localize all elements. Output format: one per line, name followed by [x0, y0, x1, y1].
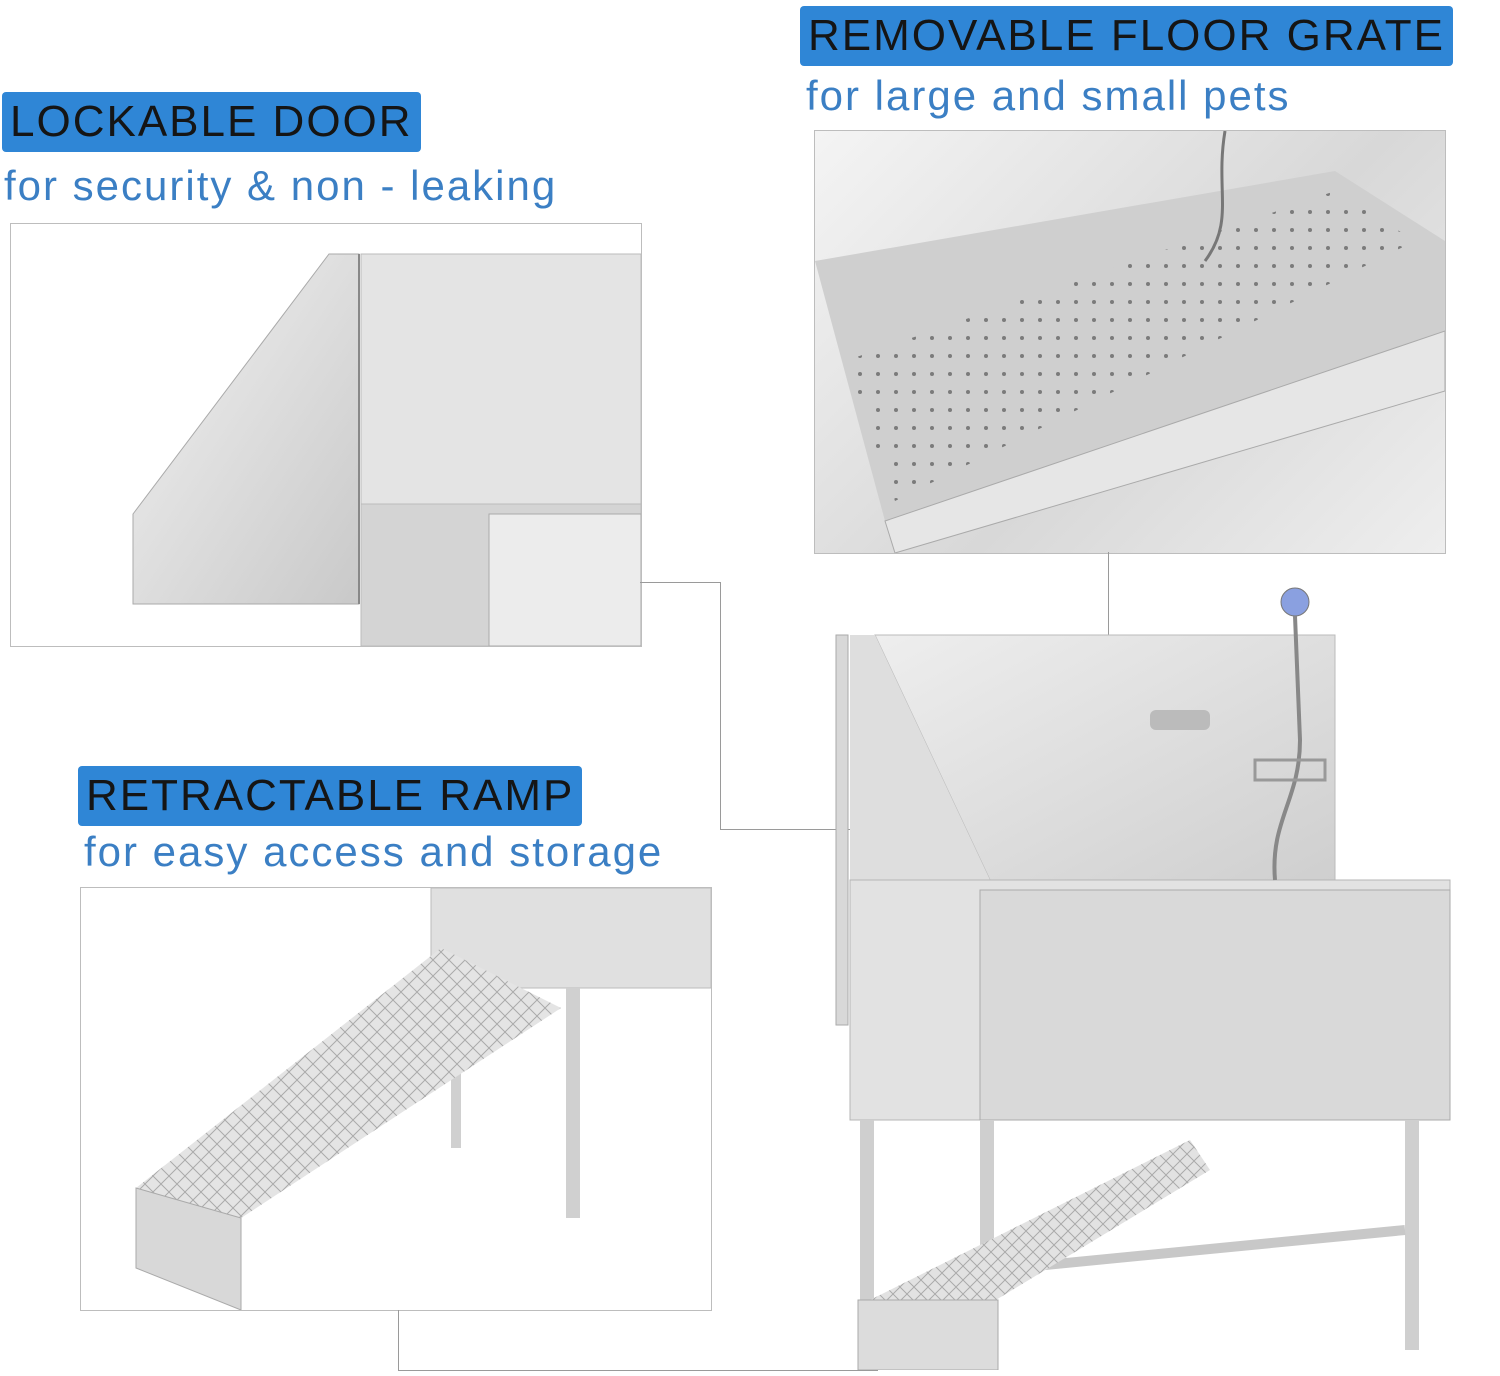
grate-illustration — [815, 131, 1445, 553]
feature-subtitle-retractable-ramp: for easy access and storage — [84, 828, 664, 875]
leader-line — [720, 829, 918, 830]
feature-title-retractable-ramp: RETRACTABLE RAMP — [78, 766, 583, 826]
ramp-illustration — [135, 888, 711, 1310]
tub-illustration — [835, 587, 1451, 1370]
door-illustration — [132, 253, 641, 646]
feature-title-lockable-door: LOCKABLE DOOR — [2, 92, 421, 152]
ramp-detail-image — [80, 887, 712, 1311]
leader-line — [640, 582, 720, 583]
floor-grate-detail-image — [814, 130, 1446, 554]
door-detail-image — [10, 223, 642, 647]
feature-subtitle-floor-grate: for large and small pets — [806, 72, 1291, 119]
grooming-tub-product-image — [830, 580, 1460, 1370]
leader-line — [398, 1370, 878, 1371]
leader-line — [398, 1310, 399, 1370]
leader-line — [720, 582, 721, 830]
feature-title-floor-grate: REMOVABLE FLOOR GRATE — [800, 6, 1453, 66]
feature-subtitle-lockable-door: for security & non - leaking — [4, 162, 558, 209]
